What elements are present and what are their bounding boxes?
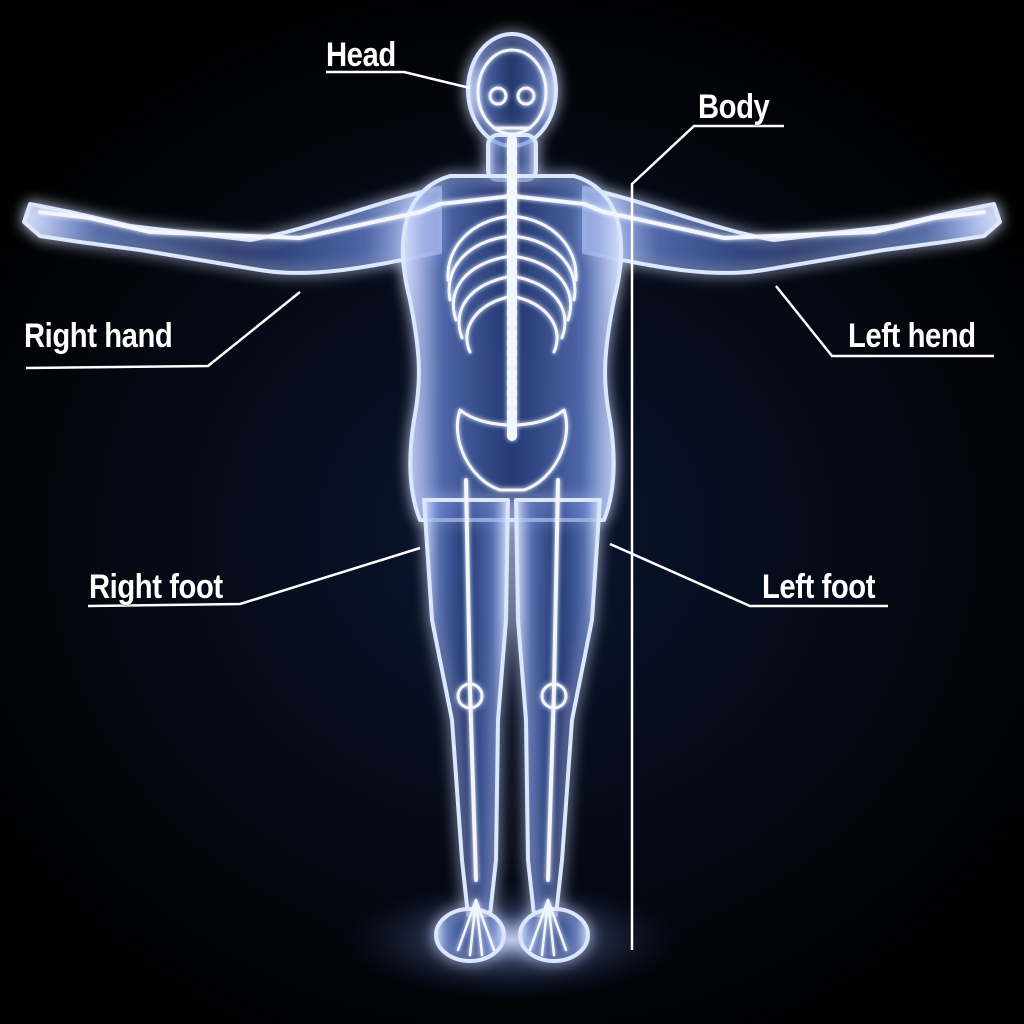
label-body: Body [698,88,770,126]
label-left-hand: Left hend [848,317,976,355]
leader-line-right-hand [25,291,301,370]
leader-line-body [630,124,784,950]
leader-lines [25,70,994,950]
leader-line-left-foot [609,542,888,608]
label-right-foot: Right foot [89,568,223,606]
leader-line-right-foot [87,546,421,608]
skeleton [38,48,986,957]
leader-line-head [326,70,471,90]
floor-glow [342,880,682,1000]
label-head: Head [326,36,396,74]
leader-line-left-hand [775,285,994,358]
label-left-foot: Left foot [762,568,876,606]
label-right-hand: Right hand [24,317,173,355]
